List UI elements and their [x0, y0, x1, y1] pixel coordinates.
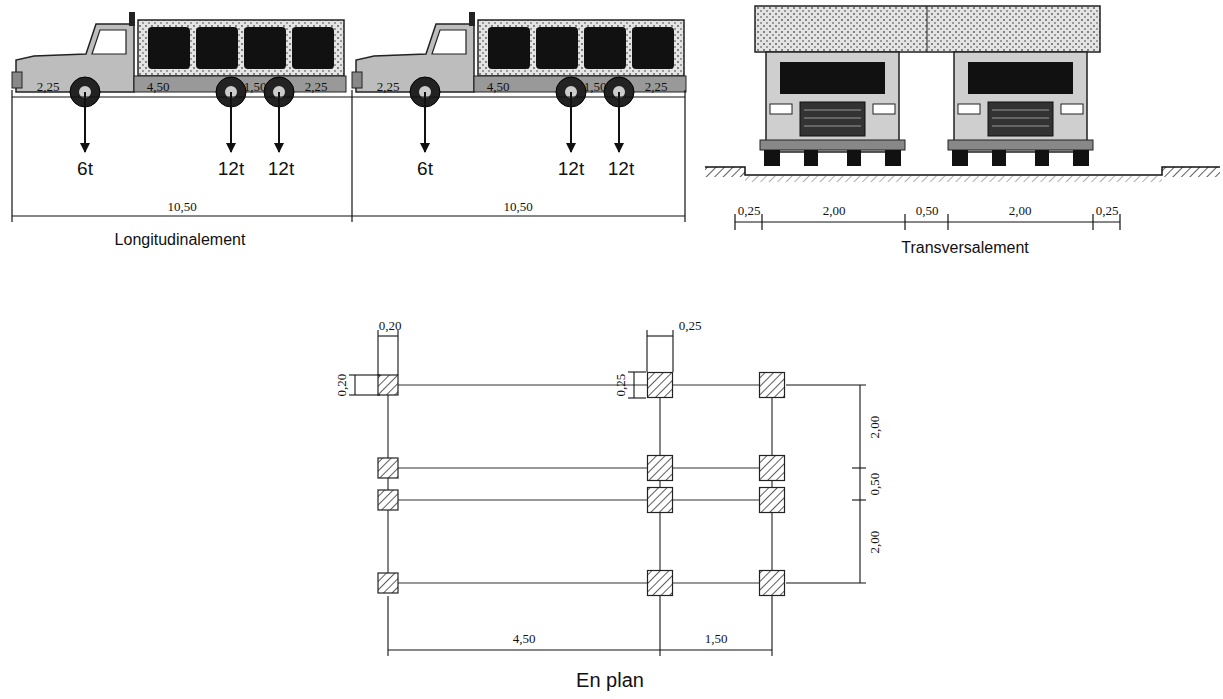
- wheel-footprint: [760, 488, 785, 513]
- view-caption: Longitudinalement: [115, 232, 246, 248]
- dimension: 0,25: [614, 374, 627, 397]
- wheel-footprints: [378, 373, 785, 596]
- axle-load: 12t: [268, 159, 294, 178]
- dimension: 0,25: [679, 319, 702, 332]
- dimension: 1,50: [584, 80, 607, 93]
- dimension: 0,20: [335, 374, 348, 397]
- dimension: 2,00: [868, 416, 881, 439]
- wheel-footprint: [648, 571, 673, 596]
- view-caption: En plan: [576, 670, 644, 690]
- dimension: 2,00: [868, 531, 881, 554]
- dimension: 0,20: [379, 319, 402, 332]
- view-caption: Transversalement: [901, 240, 1028, 256]
- load-body: [755, 6, 1100, 52]
- dimension: 4,50: [147, 80, 170, 93]
- axle-load: 12t: [608, 159, 634, 178]
- dimension: 4,50: [487, 80, 510, 93]
- truck-front: [948, 52, 1093, 166]
- truck-front: [760, 52, 905, 166]
- wheel-footprint: [378, 573, 398, 593]
- dimension: 1,50: [244, 80, 267, 93]
- dimension: 0,25: [738, 204, 761, 217]
- truck-side: [352, 12, 686, 107]
- dimension: 10,50: [503, 200, 532, 213]
- axle-load: 6t: [417, 159, 433, 178]
- dimension: 0,25: [1096, 204, 1119, 217]
- wheel-footprint: [378, 490, 398, 510]
- dimension: 10,50: [167, 200, 196, 213]
- dimension: 2,25: [377, 80, 400, 93]
- axle-load: 12t: [558, 159, 584, 178]
- axle-load: 12t: [218, 159, 244, 178]
- wheel-footprint: [760, 456, 785, 481]
- wheel-axes: [388, 385, 772, 583]
- load-arrows: [85, 92, 619, 152]
- wheel-footprint: [648, 488, 673, 513]
- axle-load: 6t: [77, 159, 93, 178]
- wheel-footprint: [648, 456, 673, 481]
- dimension: 2,25: [305, 80, 328, 93]
- dimension: 2,00: [823, 204, 846, 217]
- wheel-footprint: [378, 375, 398, 395]
- wheel-footprint: [760, 571, 785, 596]
- dimension: 4,50: [513, 632, 536, 645]
- wheel-footprint: [760, 373, 785, 398]
- dimension-lines: [349, 330, 866, 656]
- dimension-lines: [12, 90, 685, 222]
- wheel-footprint: [648, 373, 673, 398]
- wheel-footprint: [378, 458, 398, 478]
- road-surface: [705, 167, 1220, 175]
- dimension: 2,25: [645, 80, 668, 93]
- dimension: 0,50: [868, 473, 881, 496]
- dimension: 0,50: [916, 204, 939, 217]
- truck-side: [12, 12, 346, 107]
- dimension: 2,25: [37, 80, 60, 93]
- dimension: 1,50: [705, 632, 728, 645]
- dimension: 2,00: [1009, 204, 1032, 217]
